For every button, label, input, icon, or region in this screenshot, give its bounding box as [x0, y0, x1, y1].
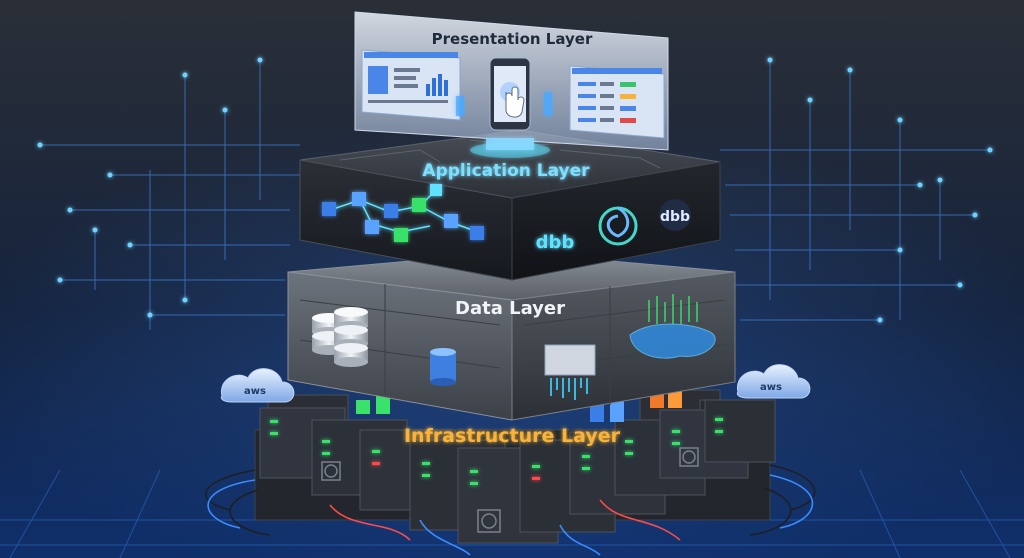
presentation-layer-label: Presentation Layer [432, 30, 593, 48]
infrastructure-layer-label: Infrastructure Layer [404, 425, 621, 447]
hologram-pedestal [456, 92, 552, 158]
data-layer: Data Layer [287, 251, 736, 421]
application-layer: dbb dbb Application Layer [299, 129, 721, 281]
application-layer-side [511, 161, 721, 281]
spiral-logo-icon [598, 206, 638, 246]
settings-window [569, 65, 665, 139]
workflow-diagram [322, 184, 484, 242]
circuit-lines-right [720, 60, 990, 321]
server-rack-row-front [254, 399, 776, 544]
presentation-layer: Presentation Layer [354, 11, 669, 158]
app-logo-badge: dbb [536, 232, 575, 253]
touch-hand-icon [505, 86, 525, 118]
svg-text:dbb: dbb [660, 209, 690, 225]
cloud-icon: aws [736, 364, 811, 399]
infrastructure-layer: Infrastructure Layer [205, 384, 816, 556]
data-stream-panel [544, 344, 596, 376]
database-cylinder-icon [430, 348, 456, 386]
data-layer-side [511, 271, 736, 421]
dashboard-window [361, 49, 461, 121]
circuit-nodes-right [767, 57, 993, 323]
data-lake-icon [629, 323, 716, 359]
network-cables [205, 464, 816, 556]
database-cylinder-icon [312, 307, 368, 367]
cloud-icon: aws [220, 368, 295, 403]
data-stream-bits [550, 378, 588, 400]
server-led-lights [270, 418, 723, 485]
svg-text:dbb: dbb [536, 232, 575, 253]
app-logo-badge: dbb [659, 199, 691, 231]
server-fan-icons [321, 447, 699, 533]
data-matrix-code [648, 294, 698, 324]
circuit-lines-left [40, 60, 300, 330]
cloud-badge-label: aws [244, 386, 266, 397]
data-layer-label: Data Layer [455, 298, 565, 319]
circuit-nodes-left [37, 57, 263, 318]
application-layer-label: Application Layer [422, 161, 590, 181]
cloud-badge-label: aws [760, 382, 782, 393]
